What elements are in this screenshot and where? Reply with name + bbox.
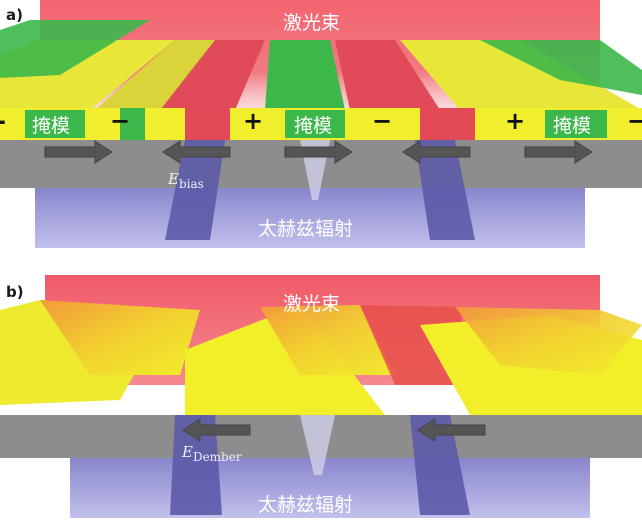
bias-field-label: Ebias (168, 170, 204, 191)
sign-plus-2: + (505, 107, 526, 135)
field-sub: bias (178, 177, 204, 191)
dember-wedges (0, 300, 642, 415)
dember-field-label: EDember (182, 443, 242, 464)
mask-label-3: 掩模 (553, 115, 592, 137)
thz-radiation (35, 188, 585, 248)
thz-radiation-b (70, 458, 590, 518)
panel-a-diagram (0, 0, 642, 248)
sign-0: - (0, 107, 6, 135)
field-sub-b: Dember (192, 450, 242, 464)
thz-label-b: 太赫兹辐射 (258, 494, 354, 516)
sign-minus-2: − (372, 107, 393, 135)
mask-label-1: 掩模 (32, 115, 71, 137)
mask-label-2: 掩模 (294, 115, 333, 137)
bias-arrows (44, 140, 593, 164)
sign-plus-1: + (243, 107, 264, 135)
field-symbol-b: E (182, 443, 193, 461)
panel-b-diagram (0, 275, 642, 518)
panel-a: a) 激光束 掩模 掩模 掩模 - − + − + − Ebias 太赫兹辐射 (0, 0, 642, 255)
panel-a-tag: a) (6, 6, 23, 24)
laser-beam-label-b: 激光束 (283, 293, 341, 315)
thz-label: 太赫兹辐射 (258, 218, 354, 240)
electrode-row (0, 108, 642, 140)
sign-minus-1: − (110, 107, 131, 135)
laser-beam-label: 激光束 (283, 12, 341, 34)
panel-b: b) 激光束 EDember 太赫兹辐射 (0, 265, 642, 523)
dember-arrows (182, 418, 486, 442)
sign-minus-3: − (627, 107, 642, 135)
field-symbol: E (168, 170, 179, 188)
panel-b-tag: b) (6, 283, 24, 301)
